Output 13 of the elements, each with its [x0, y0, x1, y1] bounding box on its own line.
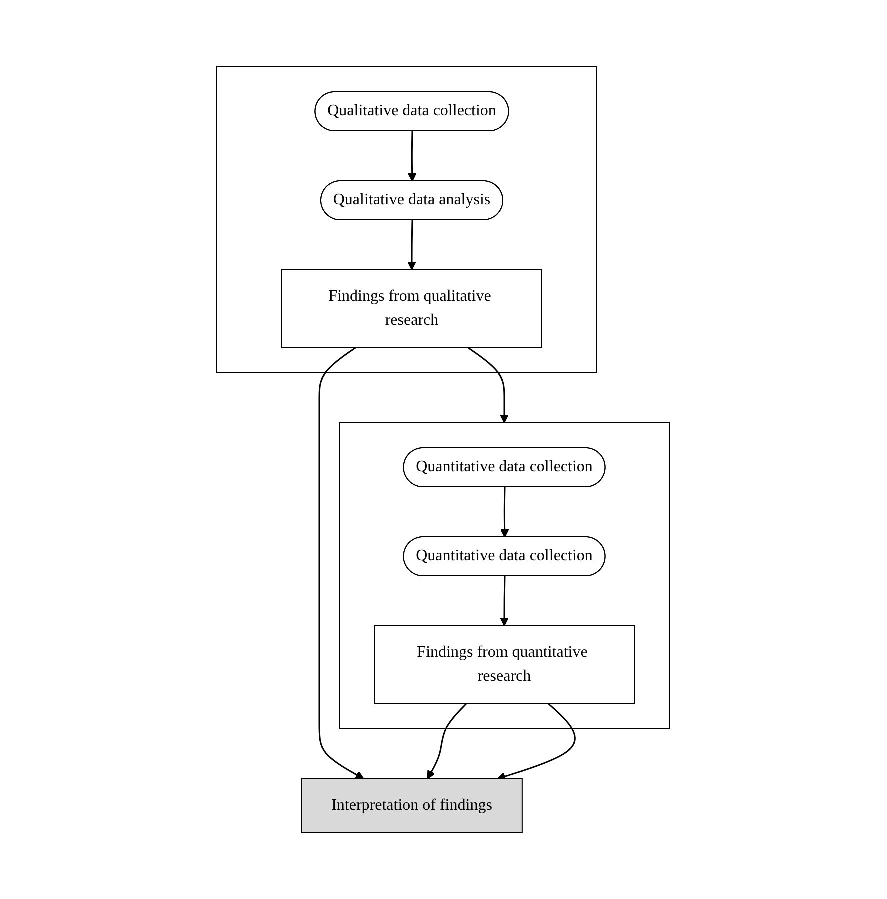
cluster: [216, 66, 598, 373]
cluster: [339, 422, 670, 729]
arrow: [408, 130, 417, 182]
arrow: [500, 486, 510, 538]
node-box: Interpretation of findings: [301, 778, 524, 833]
arrow: [468, 346, 510, 423]
arrow: [498, 702, 576, 780]
node-box: Findings from qualitative research: [282, 269, 543, 348]
arrow: [408, 220, 417, 270]
arrow: [500, 576, 510, 626]
node-box: Findings from quantitative research: [374, 625, 636, 704]
arrow: [427, 702, 468, 779]
arrow: [319, 346, 365, 779]
